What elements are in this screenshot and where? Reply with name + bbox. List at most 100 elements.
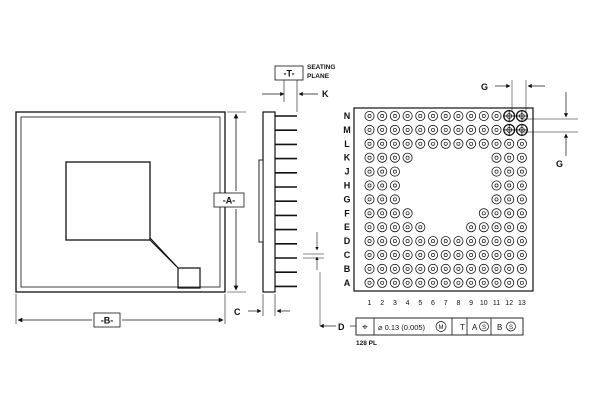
pin-pad xyxy=(491,166,502,177)
pin-pad xyxy=(415,249,426,260)
column-label: 5 xyxy=(418,300,422,307)
pin-pad xyxy=(427,249,438,260)
pin-pad xyxy=(402,236,413,247)
pin-pad xyxy=(491,277,502,288)
pin-pad xyxy=(491,208,502,219)
pin-pad xyxy=(503,109,516,123)
pin-pad xyxy=(389,180,400,191)
pin-pad xyxy=(466,236,477,247)
pin-pad xyxy=(478,111,489,122)
pin-pad xyxy=(389,138,400,149)
tolerance-value: ⌀ 0.13 (0.005) xyxy=(378,323,426,332)
feature-control-frame xyxy=(355,317,524,336)
column-label: 9 xyxy=(469,300,473,307)
pin-pad xyxy=(516,277,527,288)
pin-pad xyxy=(491,236,502,247)
pin-pad xyxy=(504,236,515,247)
column-label: 2 xyxy=(380,300,384,307)
pin-pad xyxy=(364,208,375,219)
pin-pad xyxy=(516,222,527,233)
pin-pad xyxy=(377,222,388,233)
datum-ref-a: A xyxy=(472,323,478,332)
column-label: 11 xyxy=(493,300,500,307)
row-label: G xyxy=(343,194,350,204)
pin-pad xyxy=(377,208,388,219)
pin-pad xyxy=(440,236,451,247)
row-label: F xyxy=(344,208,350,218)
side-pins xyxy=(275,115,297,288)
row-label: D xyxy=(344,236,351,246)
pin-pad xyxy=(364,166,375,177)
pin-pad xyxy=(504,180,515,191)
pin-pad xyxy=(389,166,400,177)
pin-pad xyxy=(389,124,400,135)
pin-pad xyxy=(516,263,527,274)
pin-pad xyxy=(389,194,400,205)
pin-pad xyxy=(377,263,388,274)
pin-pad xyxy=(427,236,438,247)
pin-pad xyxy=(389,236,400,247)
column-label: 1 xyxy=(368,300,372,307)
pin-pad xyxy=(504,263,515,274)
pin-pad xyxy=(389,208,400,219)
pin-pad xyxy=(364,180,375,191)
pin-pad xyxy=(491,111,502,122)
pin-pad xyxy=(478,124,489,135)
row-label: K xyxy=(344,153,351,163)
pin-pad xyxy=(364,236,375,247)
pin-pad xyxy=(504,152,515,163)
row-label: L xyxy=(344,139,350,149)
pin-pad xyxy=(491,194,502,205)
pin-pad xyxy=(415,222,426,233)
pin-pad xyxy=(440,124,451,135)
pin-pad xyxy=(453,111,464,122)
column-label: 6 xyxy=(431,300,435,307)
pin-pad xyxy=(453,263,464,274)
pin-pad xyxy=(377,277,388,288)
rfs-modifier-a: S xyxy=(482,325,486,331)
pin-pad xyxy=(466,124,477,135)
pin-pad xyxy=(504,222,515,233)
pin-pad xyxy=(515,123,529,137)
pin-pad xyxy=(491,124,502,135)
dimension-c-label: C xyxy=(234,307,241,317)
pin-pad xyxy=(516,138,527,149)
pin-pad xyxy=(377,152,388,163)
column-label: 4 xyxy=(406,300,410,307)
pin-pad xyxy=(466,277,477,288)
datum-t-label: -T- xyxy=(284,69,295,79)
pin-pad xyxy=(516,194,527,205)
pin-pad xyxy=(402,208,413,219)
pin-pad xyxy=(415,124,426,135)
g-label-top: G xyxy=(481,82,488,92)
mmc-modifier: M xyxy=(439,325,444,331)
pin-pad xyxy=(402,222,413,233)
datum-b-label: -B- xyxy=(101,316,114,326)
row-label: M xyxy=(343,125,351,135)
pin-pad xyxy=(427,111,438,122)
pin-count-label: 128 PL xyxy=(356,340,377,347)
pin-pad xyxy=(516,152,527,163)
pin-pad xyxy=(402,263,413,274)
row-label: J xyxy=(344,167,349,177)
pin-pad xyxy=(478,138,489,149)
g-label-right: G xyxy=(556,159,563,169)
pin-pad xyxy=(516,166,527,177)
pin-pad xyxy=(491,263,502,274)
pin-pad xyxy=(402,124,413,135)
pin-pad xyxy=(478,249,489,260)
row-label: B xyxy=(344,264,351,274)
pin-pad xyxy=(466,138,477,149)
pin-pad xyxy=(402,249,413,260)
row-label: C xyxy=(344,250,351,260)
pin-pad xyxy=(504,208,515,219)
pin-pad xyxy=(364,111,375,122)
pin-pad xyxy=(466,222,477,233)
pin-pad xyxy=(364,152,375,163)
pin-pad xyxy=(415,138,426,149)
datum-ref-t: T xyxy=(460,323,465,332)
pin-pad xyxy=(377,180,388,191)
pin-pad xyxy=(453,236,464,247)
pin-pad xyxy=(415,111,426,122)
datum-ref-b: B xyxy=(497,323,502,332)
